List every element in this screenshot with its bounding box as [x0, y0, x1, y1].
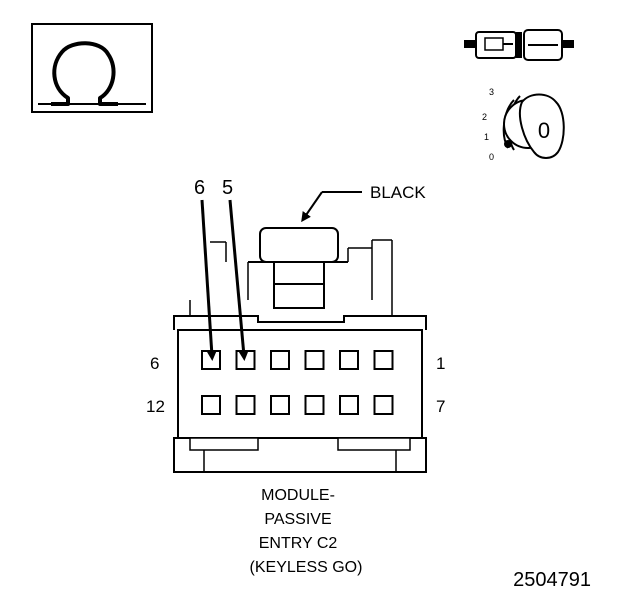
probe-lead-pin-6 — [200, 199, 217, 361]
figure-number: 2504791 — [513, 569, 591, 591]
color-callout: BLACK — [301, 183, 426, 223]
caption-line-2: PASSIVE — [264, 511, 331, 528]
key-position-0: 0 — [489, 152, 494, 162]
color-callout-label: BLACK — [370, 183, 426, 202]
connector-cavity — [339, 395, 359, 415]
caption-line-1: MODULE- — [261, 487, 335, 504]
connector-cavities — [201, 350, 394, 415]
key-position-3: 3 — [489, 87, 494, 97]
row-label-top-left: 6 — [150, 354, 159, 373]
row-label-top-right: 1 — [436, 354, 445, 373]
omega-icon — [51, 41, 118, 106]
connector-cavity — [373, 350, 394, 370]
key-position-2: 2 — [482, 112, 487, 122]
ohmmeter-symbol — [31, 23, 153, 113]
connector-cavity — [304, 350, 325, 370]
connector-cavity — [270, 350, 290, 370]
key-position-1: 1 — [484, 132, 489, 142]
connector-cavity — [373, 395, 394, 415]
key-label: 0 — [538, 118, 550, 143]
probe-leads: 6 5 — [194, 177, 249, 361]
connector-cavity — [235, 395, 256, 415]
caption-line-3: ENTRY C2 — [259, 535, 338, 552]
caption-line-4: (KEYLESS GO) — [250, 559, 363, 576]
disconnect-connector-icon — [464, 29, 574, 61]
probe-lead-pin-5 — [228, 199, 249, 361]
connector-cavity — [201, 395, 221, 415]
row-label-bottom-right: 7 — [436, 397, 445, 416]
connector-cavity — [235, 350, 256, 370]
connector-c2 — [173, 227, 427, 473]
probe-pin-label-6: 6 — [194, 177, 205, 199]
connector-cavity — [270, 395, 290, 415]
row-label-bottom-left: 12 — [146, 397, 165, 416]
connector-cavity — [304, 395, 325, 415]
connector-cavity — [339, 350, 359, 370]
connector-caption: MODULE- PASSIVE ENTRY C2 (KEYLESS GO) — [250, 487, 363, 576]
ignition-key-icon: 0 3 2 1 0 — [482, 87, 565, 162]
probe-pin-label-5: 5 — [222, 177, 233, 199]
